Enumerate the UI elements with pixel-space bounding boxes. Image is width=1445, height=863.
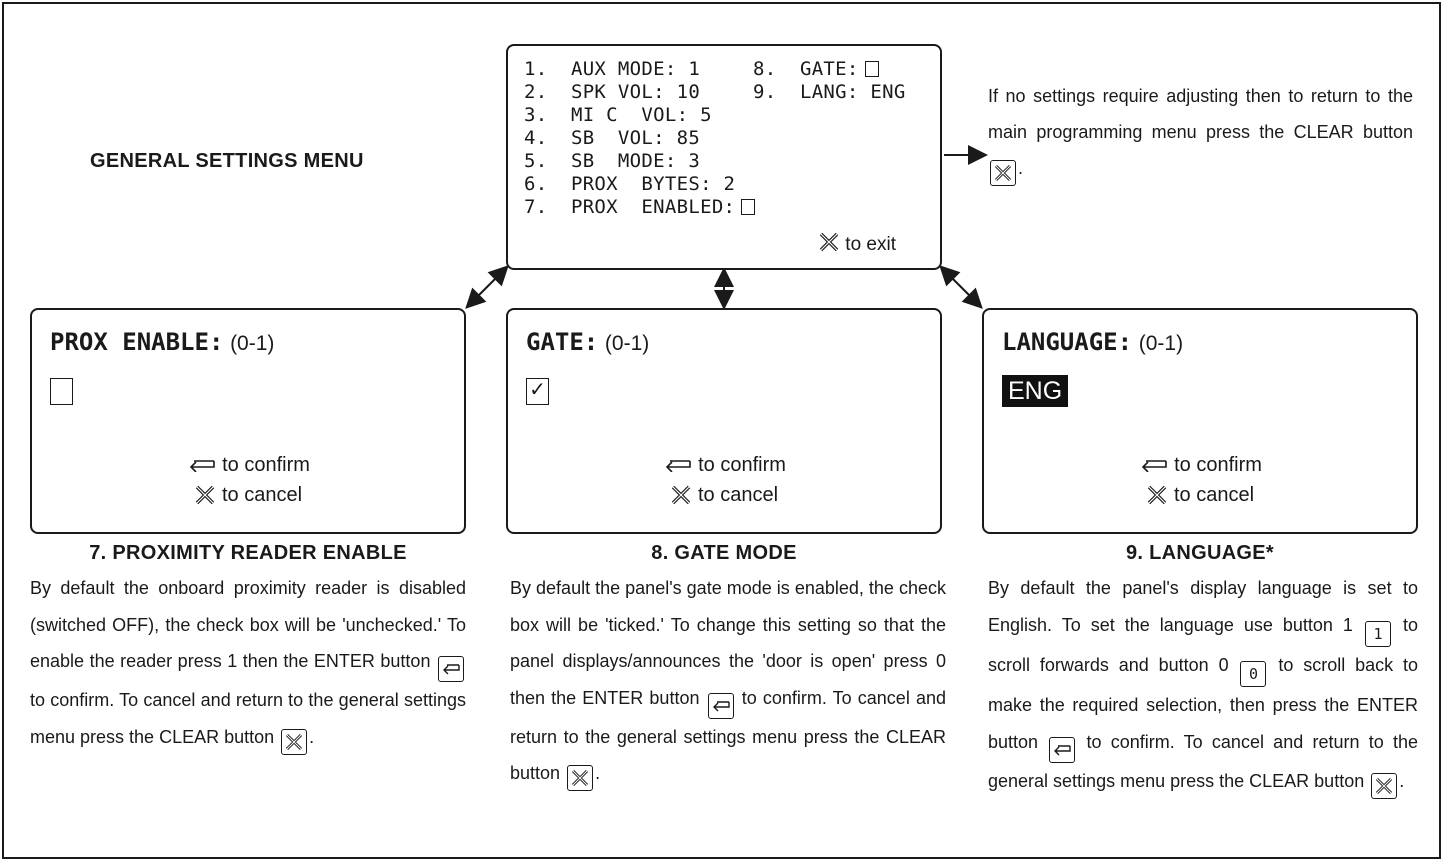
clear-x-icon <box>195 485 215 505</box>
menu-item-mic-vol: 3. MI C VOL: 5 <box>524 104 712 126</box>
page-title: GENERAL SETTINGS MENU <box>90 150 364 172</box>
menu-item-aux-mode: 1. AUX MODE: 1 <box>524 58 701 80</box>
gate-checkbox-icon <box>864 61 879 77</box>
prox-enable-checkbox <box>50 378 73 405</box>
button-0-icon: 0 <box>1240 661 1267 687</box>
enter-arrow-icon <box>1141 460 1167 472</box>
gate-screen: GATE: (0-1) ✓ to confirm to cancel <box>506 308 942 534</box>
section-heading-language: 9. LANGUAGE* <box>1125 542 1275 564</box>
arrow-to-language <box>939 265 983 309</box>
language-hints: to confirm to cancel <box>984 450 1416 510</box>
menu-item-sb-vol: 4. SB VOL: 85 <box>524 127 701 149</box>
prox-enabled-checkbox-icon <box>741 199 756 215</box>
clear-button-icon <box>567 765 594 791</box>
menu-item-prox-enabled: 7. PROX ENABLED: <box>524 196 756 219</box>
language-screen: LANGUAGE: (0-1) ENG to confirm to cancel <box>982 308 1418 534</box>
menu-item-lang: 9. LANG: ENG <box>753 81 906 103</box>
clear-button-icon <box>1371 772 1398 799</box>
menu-item-sb-mode: 5. SB MODE: 3 <box>524 150 701 172</box>
enter-arrow-icon <box>189 460 215 472</box>
language-title: LANGUAGE: (0-1) <box>1002 328 1184 356</box>
exit-label: to exit <box>845 234 896 255</box>
language-value: ENG <box>1002 375 1069 407</box>
prox-enable-title: PROX ENABLE: (0-1) <box>50 328 275 356</box>
prox-enable-screen: PROX ENABLE: (0-1) to confirm to cancel <box>30 308 466 534</box>
clear-x-icon <box>671 485 691 505</box>
enter-button-icon <box>1049 736 1076 763</box>
enter-button-icon <box>438 656 464 682</box>
gate-title: GATE: (0-1) <box>526 328 650 356</box>
clear-button-icon <box>281 728 308 755</box>
section-text-gate: By default the panel's gate mode is enab… <box>510 570 946 792</box>
clear-button-icon <box>990 160 1016 186</box>
exit-hint: to exit <box>818 231 896 256</box>
arrow-to-prox <box>465 265 509 309</box>
gate-hints: to confirm to cancel <box>508 450 940 510</box>
menu-item-spk-vol: 2. SPK VOL: 10 <box>524 81 701 103</box>
enter-arrow-icon <box>665 460 691 472</box>
clear-x-icon <box>819 232 839 252</box>
section-text-language: By default the panel's display language … <box>988 570 1418 799</box>
prox-enable-hints: to confirm to cancel <box>32 450 464 510</box>
gate-checkbox: ✓ <box>526 378 549 405</box>
menu-item-prox-bytes: 6. PROX BYTES: 2 <box>524 173 736 195</box>
section-heading-prox: 7. PROXIMITY READER ENABLE <box>89 542 407 564</box>
section-text-prox: By default the onboard proximity reader … <box>30 570 466 755</box>
enter-button-icon <box>707 692 734 719</box>
button-1-icon: 1 <box>1364 620 1391 647</box>
section-heading-gate: 8. GATE MODE <box>651 542 797 564</box>
side-note: If no settings require adjusting then to… <box>988 78 1413 186</box>
general-settings-screen: 1. AUX MODE: 1 2. SPK VOL: 10 3. MI C VO… <box>506 44 942 270</box>
menu-item-gate: 8. GATE: <box>753 58 879 81</box>
clear-x-icon <box>1147 485 1167 505</box>
